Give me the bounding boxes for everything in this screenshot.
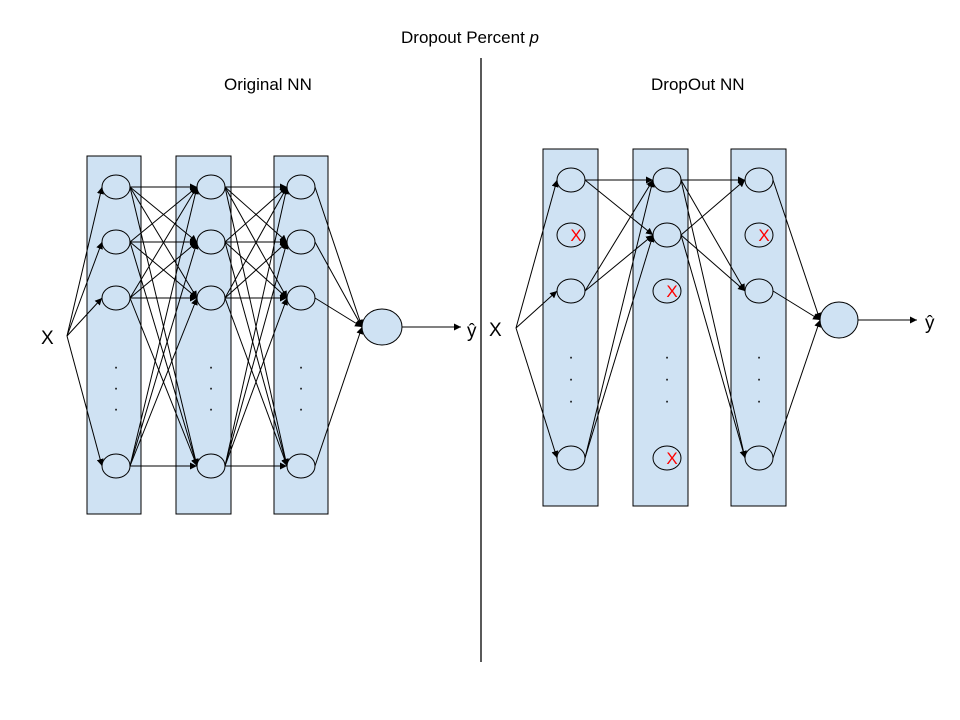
dropped-neuron xyxy=(744,222,774,248)
title-text: Dropout Percent xyxy=(401,28,525,47)
diagram-title: Dropout Percent p xyxy=(0,28,940,48)
ellipsis-dots: · xyxy=(208,401,213,418)
neuron xyxy=(556,278,586,304)
dropped-marker: X xyxy=(570,226,581,245)
dropped-marker: X xyxy=(758,226,769,245)
neuron xyxy=(556,445,586,471)
neuron xyxy=(196,453,226,479)
output-edge xyxy=(772,319,822,459)
input-edge xyxy=(515,290,558,329)
hidden-edge xyxy=(680,234,746,292)
ellipsis-dots: · xyxy=(113,359,118,376)
left-input-label: X xyxy=(41,328,54,349)
ellipsis-dots: · xyxy=(664,371,669,388)
right-input-label: X xyxy=(489,320,502,341)
hidden-edge xyxy=(680,179,746,236)
neuron xyxy=(652,167,682,193)
dropped-marker: X xyxy=(666,449,677,468)
neuron xyxy=(744,167,774,193)
dropped-neuron xyxy=(556,222,586,248)
ellipsis-dots: · xyxy=(298,380,303,397)
hidden-edge xyxy=(224,186,289,467)
input-edge xyxy=(66,241,103,337)
dropped-neuron xyxy=(652,278,682,304)
layer-2-box xyxy=(632,148,689,507)
neuron xyxy=(101,174,131,200)
ellipsis-dots: · xyxy=(568,349,573,366)
ellipsis-dots: · xyxy=(208,380,213,397)
left-output-label: ŷ xyxy=(467,321,477,342)
neuron xyxy=(286,174,316,200)
dropped-neuron xyxy=(652,445,682,471)
neuron xyxy=(101,453,131,479)
input-edge xyxy=(66,297,103,337)
ellipsis-dots: · xyxy=(756,393,761,410)
hidden-edge xyxy=(129,186,198,299)
output-edge xyxy=(314,186,364,328)
output-edge xyxy=(772,290,821,321)
dropout-nn-title: DropOut NN xyxy=(651,75,745,94)
input-edge xyxy=(515,179,559,329)
right-output-label: ŷ xyxy=(925,313,935,334)
ellipsis-dots: · xyxy=(298,401,303,418)
ellipsis-dots: · xyxy=(756,371,761,388)
ellipsis-dots: · xyxy=(298,359,303,376)
neuron xyxy=(286,229,316,255)
title-variable: p xyxy=(529,28,539,47)
output-neuron xyxy=(819,301,859,339)
output-edge xyxy=(314,326,364,467)
hidden-edge xyxy=(224,186,288,299)
hidden-edge xyxy=(224,241,288,299)
neuron xyxy=(196,174,226,200)
neuron xyxy=(556,167,586,193)
neuron xyxy=(101,285,131,311)
ellipsis-dots: · xyxy=(208,359,213,376)
neuron xyxy=(101,229,131,255)
hidden-edge xyxy=(129,186,198,243)
output-edge xyxy=(314,297,363,328)
layer-2-box xyxy=(175,155,232,515)
hidden-edge xyxy=(584,179,655,459)
hidden-edge xyxy=(584,234,655,459)
ellipsis-dots: · xyxy=(113,401,118,418)
input-edge xyxy=(66,335,104,467)
neuron xyxy=(652,222,682,248)
output-edge xyxy=(772,179,822,321)
input-edge xyxy=(66,186,104,337)
ellipsis-dots: · xyxy=(664,393,669,410)
hidden-edge xyxy=(224,186,288,243)
neuron xyxy=(744,278,774,304)
hidden-edge xyxy=(584,179,654,292)
original-nn-title: Original NN xyxy=(224,75,312,94)
neuron xyxy=(744,445,774,471)
hidden-edge xyxy=(584,234,654,292)
input-edge xyxy=(515,327,559,459)
hidden-edge xyxy=(129,186,199,467)
ellipsis-dots: · xyxy=(664,349,669,366)
hidden-edge xyxy=(129,241,198,299)
ellipsis-dots: · xyxy=(568,371,573,388)
output-neuron xyxy=(361,308,403,346)
hidden-edge xyxy=(129,297,198,467)
neuron xyxy=(196,229,226,255)
ellipsis-dots: · xyxy=(568,393,573,410)
neuron xyxy=(286,285,316,311)
hidden-edge xyxy=(680,234,747,459)
hidden-edge xyxy=(224,297,288,467)
hidden-edge xyxy=(129,241,199,467)
ellipsis-dots: · xyxy=(113,380,118,397)
ellipsis-dots: · xyxy=(756,349,761,366)
output-edge xyxy=(314,241,363,328)
dropped-marker: X xyxy=(666,282,677,301)
neuron xyxy=(196,285,226,311)
neuron xyxy=(286,453,316,479)
hidden-edge xyxy=(224,241,289,467)
hidden-edge xyxy=(680,179,746,292)
